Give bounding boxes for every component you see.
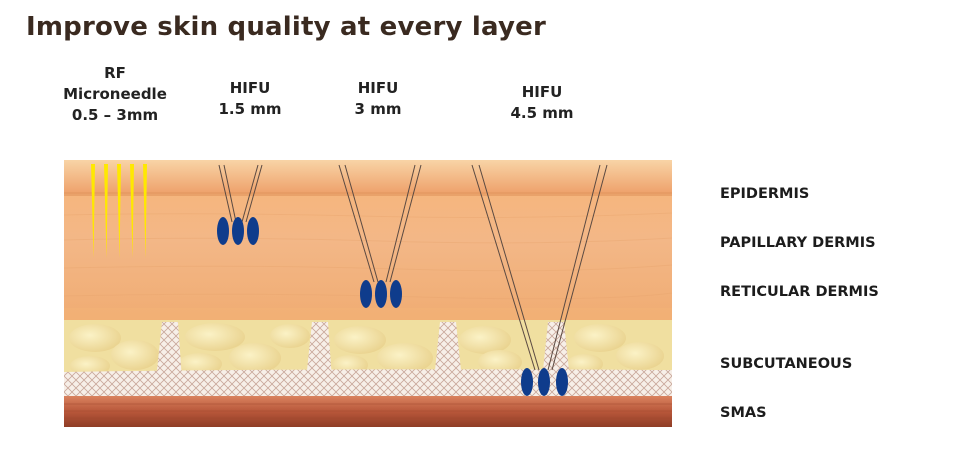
hifu-4-5-focal-points <box>521 368 568 396</box>
microneedle <box>104 164 108 258</box>
hifu-4-5-line1: HIFU <box>521 83 563 101</box>
hifu-4-5-line2: 4.5 mm <box>510 104 574 122</box>
page-title: Improve skin quality at every layer <box>26 12 546 42</box>
rf-microneedle-label: RF Microneedle 0.5 – 3mm <box>60 63 170 126</box>
hifu-1-5-line2: 1.5 mm <box>218 100 282 118</box>
fat-lobules <box>69 323 664 376</box>
layer-label-subcutaneous: SUBCUTANEOUS <box>720 356 853 372</box>
smas-fibers <box>64 403 672 419</box>
layer-label-papillary-dermis: PAPILLARY DERMIS <box>720 235 876 251</box>
layer-label-smas: SMAS <box>720 405 767 421</box>
microneedle <box>91 164 95 258</box>
hifu-3-beam <box>338 164 422 283</box>
rf-label-line3: 0.5 – 3mm <box>71 106 159 124</box>
microneedle <box>117 164 121 258</box>
hifu-4-5-beam <box>471 164 608 371</box>
fascia-band <box>64 369 672 398</box>
hifu-3-focal-points <box>360 280 402 308</box>
layer-label-epidermis: EPIDERMIS <box>720 186 810 202</box>
layer-label-reticular-dermis: RETICULAR DERMIS <box>720 284 879 300</box>
hifu-1-5-beam <box>218 164 263 223</box>
hifu-1-5-label: HIFU 1.5 mm <box>200 78 300 120</box>
epidermis-layer <box>64 160 672 194</box>
rf-label-line1: RF <box>104 64 126 82</box>
hifu-3-label: HIFU 3 mm <box>328 78 428 120</box>
hifu-1-5-focal-points <box>217 217 259 245</box>
reticular-border <box>64 308 672 322</box>
rf-microneedles <box>91 164 147 258</box>
epidermis-border <box>64 192 672 196</box>
rf-label-line2: Microneedle <box>63 85 167 103</box>
hifu-4-5-label: HIFU 4.5 mm <box>492 82 592 124</box>
hifu-3-line2: 3 mm <box>354 100 402 118</box>
microneedle <box>130 164 134 258</box>
hifu-1-5-line1: HIFU <box>229 79 271 97</box>
microneedle <box>143 164 147 258</box>
hifu-3-line1: HIFU <box>357 79 399 97</box>
